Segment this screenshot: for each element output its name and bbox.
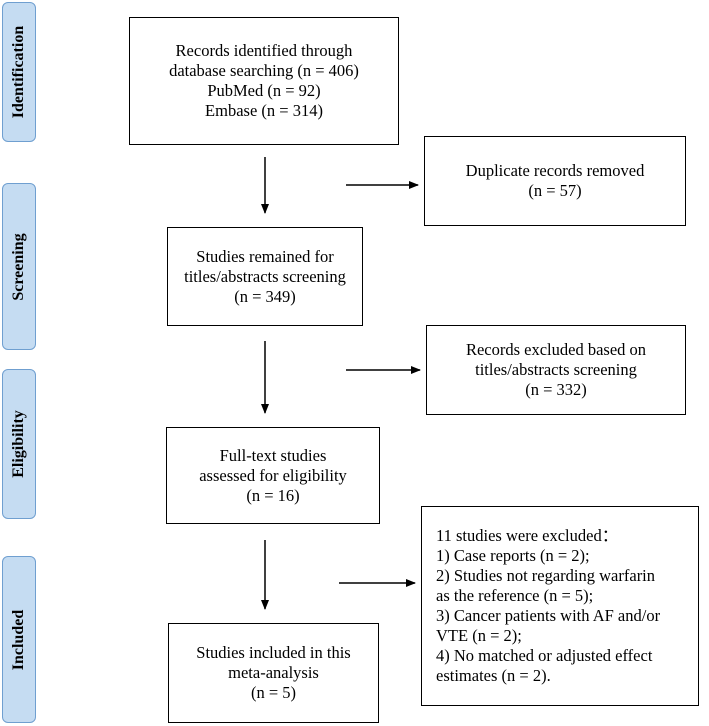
box-line: 2) Studies not regarding warfarin [436,566,656,585]
box-line: 4) No matched or adjusted effect [436,646,653,665]
phase-identification: Identification [2,2,36,142]
box-line: Studies remained for [196,246,334,266]
duplicates-removed-text: Duplicate records removed(n = 57) [466,161,645,201]
box-line: 1) Case reports (n = 2); [436,546,590,565]
box-line: 11 studies were excluded： [436,526,619,545]
box-line: titles/abstracts screening [184,266,346,286]
box-line: Duplicate records removed [465,161,645,180]
box-line: PubMed (n = 92) [207,81,321,100]
box-line: (n = 57) [528,181,582,200]
box-line: (n = 349) [234,286,296,306]
box-line: (n = 332) [525,380,587,399]
phase-eligibility: Eligibility [2,369,36,519]
box-line: assessed for eligibility [199,465,347,485]
box-line: (n = 16) [246,485,300,505]
box-line: Studies included in this [196,643,351,662]
studies-excluded-text: 11 studies were excluded：1) Case reports… [436,526,660,686]
box-line: VTE (n = 2); [436,626,522,645]
duplicates-removed-box: Duplicate records removed(n = 57) [424,136,686,226]
box-line: Records identified through [175,41,353,60]
box-line: meta-analysis [228,663,319,682]
box-line: Full-text studies [219,445,327,465]
box-line: titles/abstracts screening [475,360,637,379]
box-line: Records excluded based on [465,340,647,359]
phase-screening: Screening [2,183,36,350]
box-line: estimates (n = 2). [436,666,551,685]
box-line: 3) Cancer patients with AF and/or [436,606,661,625]
box-line: (n = 5) [250,683,297,702]
box-line: as the reference (n = 5); [436,586,594,605]
studies-excluded-box: 11 studies were excluded：1) Case reports… [421,506,699,706]
box-line: Embase (n = 314) [205,101,323,120]
box-line: database searching (n = 406) [169,61,359,80]
phase-included: Included [2,556,36,723]
